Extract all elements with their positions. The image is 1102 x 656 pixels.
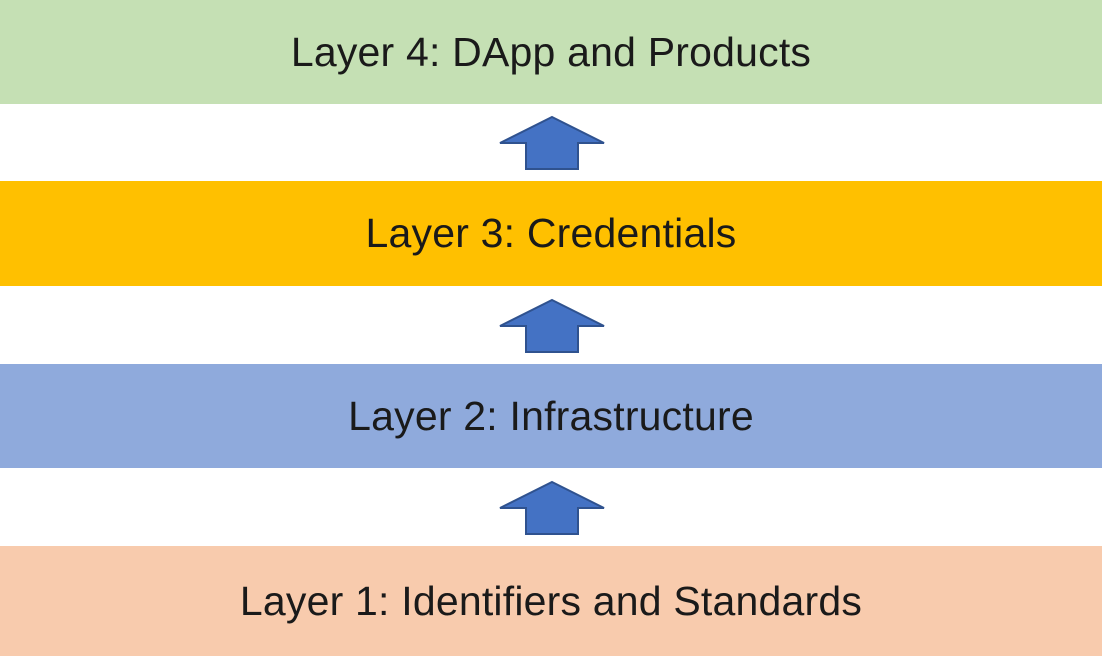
layer-1-band: Layer 1: Identifiers and Standards bbox=[0, 546, 1102, 656]
up-arrow-icon bbox=[499, 298, 605, 353]
layer-4-label: Layer 4: DApp and Products bbox=[290, 28, 812, 75]
layer-2-label: Layer 2: Infrastructure bbox=[348, 392, 754, 439]
layer-3-band: Layer 3: Credentials bbox=[0, 181, 1102, 286]
layer-2-band: Layer 2: Infrastructure bbox=[0, 364, 1102, 468]
layer-1-label: Layer 1: Identifiers and Standards bbox=[239, 577, 863, 624]
layer-3-label: Layer 3: Credentials bbox=[365, 210, 737, 256]
up-arrow-icon bbox=[499, 480, 605, 535]
up-arrow-icon bbox=[499, 115, 605, 170]
layer-4-band: Layer 4: DApp and Products bbox=[0, 0, 1102, 104]
